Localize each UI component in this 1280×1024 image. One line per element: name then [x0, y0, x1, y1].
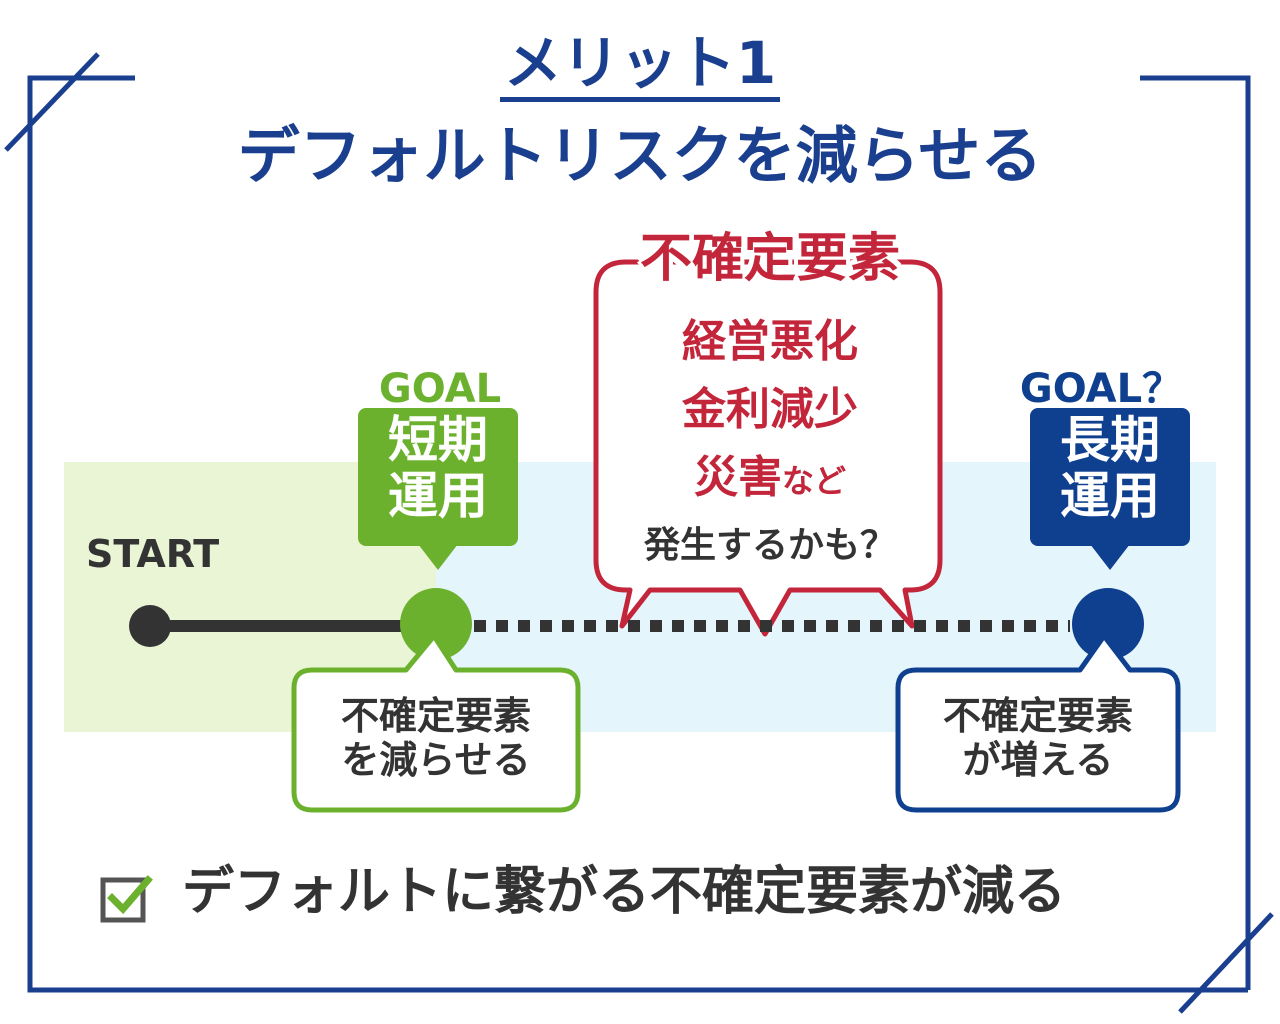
long-callout-text: 不確定要素 が増える	[898, 694, 1178, 782]
long-callout-bubble	[895, 633, 1181, 813]
short-goal-word: GOAL	[378, 366, 502, 412]
uncertainty-bubble	[593, 259, 943, 637]
title-merit: メリット1	[0, 28, 1280, 102]
long-goal-box: 長期 運用	[1030, 408, 1190, 546]
long-goal-dot	[1072, 588, 1144, 660]
short-callout-text: 不確定要素 を減らせる	[294, 694, 578, 782]
long-goal-word: GOAL？	[1019, 366, 1183, 412]
short-goal-dot	[400, 588, 472, 660]
uncertainty-item: 経営悪化	[682, 316, 858, 367]
title-headline: デフォルトリスクを減らせる	[237, 119, 1043, 192]
start-dot	[129, 605, 171, 647]
short-goal-box: 短期 運用	[358, 408, 518, 546]
short-callout-bubble	[291, 633, 581, 813]
short-goal-line2: 運用	[388, 467, 488, 525]
uncertainty-item-suffix: など	[781, 462, 846, 500]
uncertainty-item: 金利減少	[682, 384, 858, 435]
short-goal-line1: 短期	[388, 411, 488, 469]
uncertainty-heading: 不確定要素	[639, 229, 900, 289]
short-callout-line2: を減らせる	[341, 738, 531, 782]
short-callout-line1: 不確定要素	[340, 694, 531, 738]
summary-text: デフォルトに繋がる不確定要素が減る	[182, 862, 1067, 922]
start-label: START	[86, 532, 220, 576]
long-callout-line1: 不確定要素	[942, 694, 1133, 738]
uncertainty-item-disaster: 災害など	[600, 452, 940, 507]
long-goal-line2: 運用	[1060, 467, 1160, 525]
checkbox-icon	[100, 875, 153, 923]
uncertainty-question: 発生するかも？	[643, 525, 896, 566]
long-callout-line2: が増える	[962, 738, 1114, 782]
uncertainty-item-main: 災害	[693, 452, 782, 503]
long-goal-line1: 長期	[1060, 411, 1160, 469]
